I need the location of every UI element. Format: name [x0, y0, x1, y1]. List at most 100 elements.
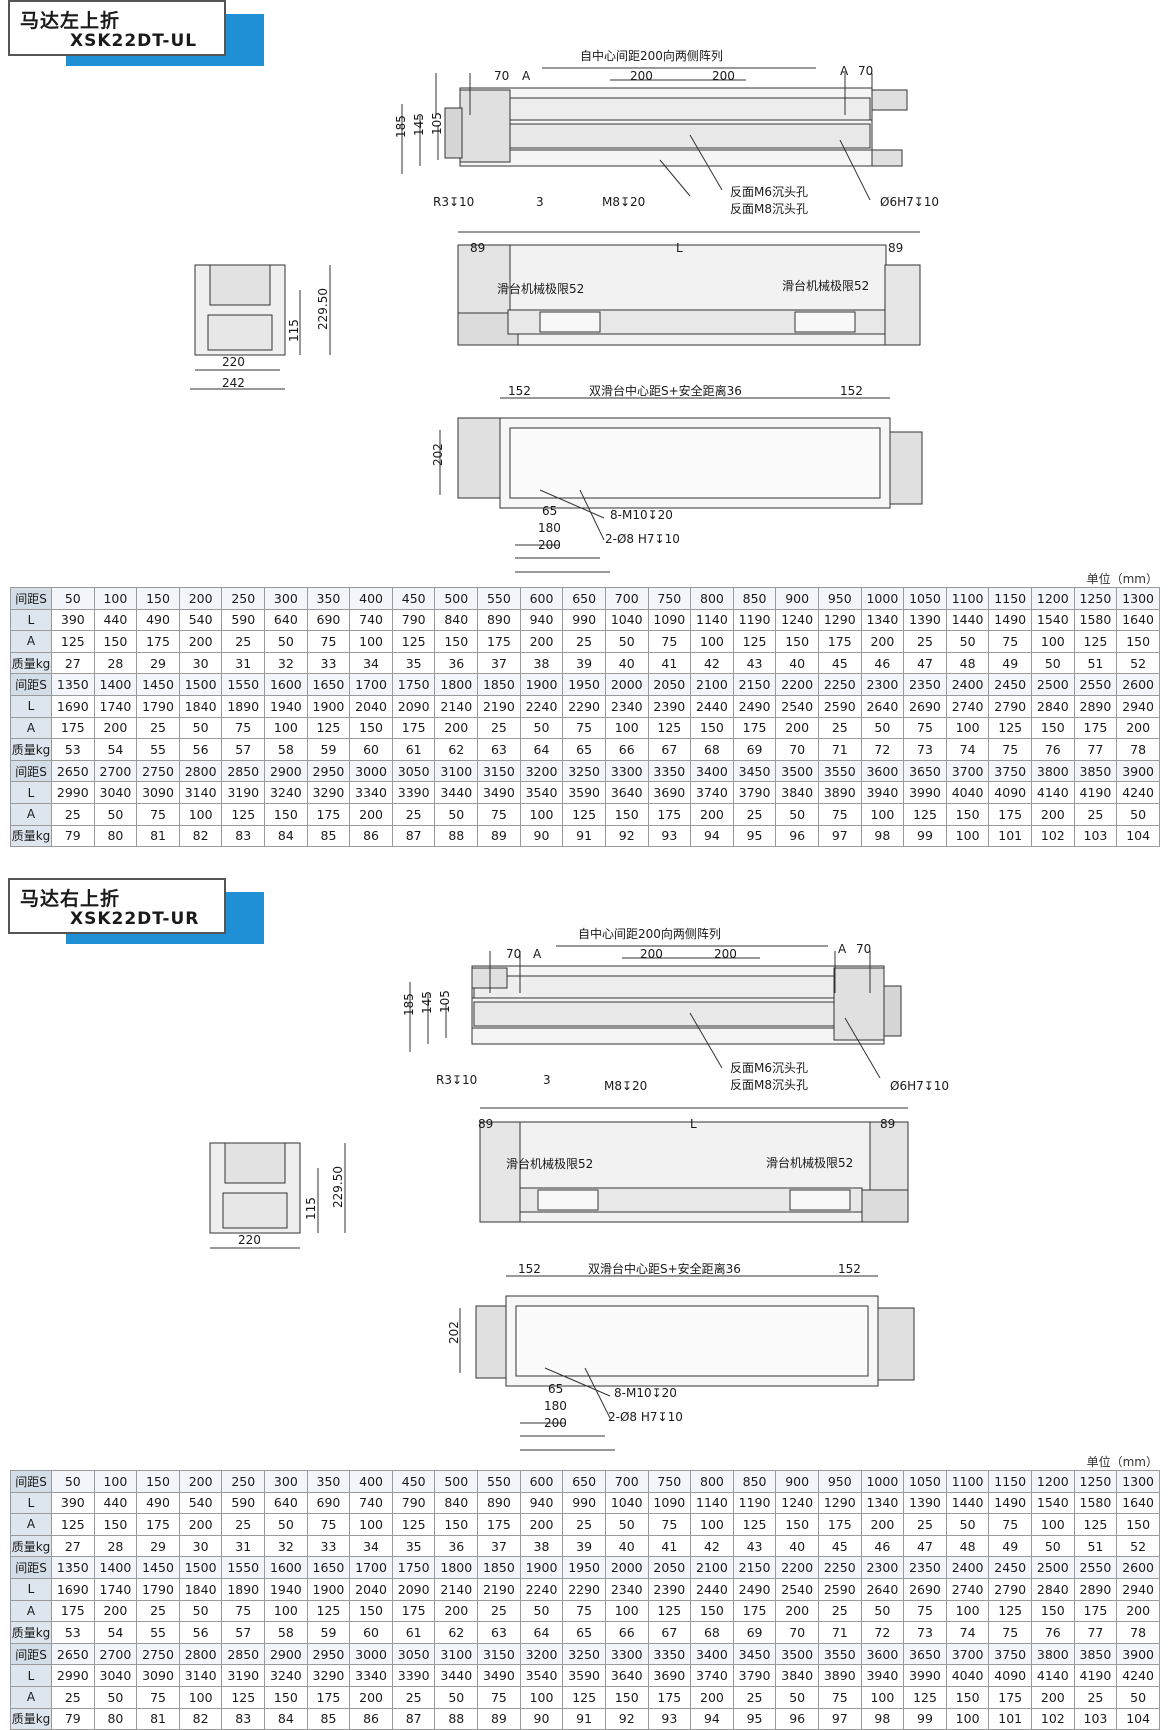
table-cell: 50 — [945, 630, 990, 653]
table-cell: 3800 — [1031, 1642, 1075, 1666]
table-cell: 40 — [604, 651, 649, 675]
motor-block-left — [459, 89, 511, 163]
table-cell: 50 — [519, 716, 564, 740]
table-cell: 3040 — [93, 781, 138, 804]
dim-145: 145 — [420, 991, 434, 1014]
table-cell: 1100 — [945, 1470, 990, 1493]
table-cell: 100 — [178, 802, 223, 826]
table-cell: 3290 — [306, 1664, 351, 1687]
table-cell: 50 — [775, 802, 819, 826]
table-cell: 2500 — [1031, 673, 1075, 696]
table-cell: 1450 — [136, 1556, 180, 1579]
pitch-note: 自中心间距200向两侧阵列 — [580, 48, 723, 63]
table-cell: 3250 — [562, 1642, 606, 1666]
table-cell: 150 — [93, 630, 138, 653]
table-cell: 3240 — [264, 1664, 308, 1687]
row-header: A — [10, 1685, 52, 1709]
table-cell: 3050 — [391, 759, 436, 783]
table-cell: 850 — [732, 587, 777, 610]
table-cell: 88 — [434, 824, 479, 848]
table-cell: 1400 — [93, 1556, 138, 1579]
dim-202: 202 — [431, 443, 445, 466]
table-cell: 59 — [306, 738, 351, 761]
row-header: 质量kg — [10, 651, 52, 675]
table-cell: 3090 — [136, 781, 180, 804]
table-cell: 1540 — [1031, 608, 1075, 632]
table-cell: 75 — [221, 1599, 266, 1623]
table-cell: 550 — [477, 1470, 521, 1493]
dim-89-right: 89 — [888, 241, 903, 255]
table-cell: 3450 — [732, 759, 777, 783]
table-cell: 45 — [817, 1534, 862, 1558]
dim-70-left: 70 — [494, 69, 509, 83]
table-cell: 4090 — [988, 1664, 1033, 1687]
table-cell: 3340 — [349, 1664, 393, 1687]
table-cell: 3590 — [562, 781, 606, 804]
table-cell: 2100 — [690, 673, 734, 696]
table-cell: 1290 — [817, 608, 862, 632]
table-cell: 51 — [1073, 651, 1118, 675]
table-cell: 3150 — [477, 759, 521, 783]
table-cell: 400 — [349, 1470, 393, 1493]
table-cell: 50 — [264, 630, 308, 653]
unit-label: 单位（mm） — [1086, 572, 1158, 586]
table-cell: 175 — [391, 716, 436, 740]
table-cell: 2900 — [264, 1642, 308, 1666]
table-cell: 75 — [562, 716, 606, 740]
table-cell: 1580 — [1073, 608, 1118, 632]
table-cell: 103 — [1073, 824, 1118, 848]
table-cell: 50 — [860, 716, 905, 740]
table-cell: 1150 — [988, 1470, 1033, 1493]
table-cell: 640 — [264, 1491, 308, 1515]
table-cell: 125 — [1073, 630, 1118, 653]
table-cell: 125 — [562, 1685, 606, 1709]
table-cell: 29 — [136, 1534, 180, 1558]
table-cell: 600 — [519, 587, 564, 610]
row-header: A — [10, 1599, 52, 1623]
table-cell: 100 — [93, 587, 138, 610]
table-cell: 73 — [903, 1621, 947, 1644]
table-cell: 1200 — [1031, 1470, 1075, 1493]
table-cell: 1150 — [988, 587, 1033, 610]
table-cell: 150 — [264, 1685, 308, 1709]
table-cell: 82 — [178, 824, 223, 848]
dim-89-right: 89 — [880, 1117, 895, 1131]
dim-220: 220 — [238, 1233, 261, 1247]
table-cell: 1900 — [306, 1577, 351, 1601]
table-cell: 200 — [349, 802, 393, 826]
note-pin: 2-Ø8 H7↧10 — [605, 532, 680, 546]
dim-202: 202 — [447, 1321, 461, 1344]
table-cell: 100 — [860, 1685, 905, 1709]
table-cell: 70 — [775, 1621, 819, 1644]
table-cell: 2850 — [221, 759, 266, 783]
table-cell: 1250 — [1073, 587, 1118, 610]
table-cell: 200 — [519, 1513, 564, 1536]
table-cell: 35 — [391, 651, 436, 675]
table-cell: 590 — [221, 608, 266, 632]
table-cell: 47 — [903, 1534, 947, 1558]
table-cell: 125 — [988, 716, 1033, 740]
table-cell: 1300 — [1116, 1470, 1160, 1493]
model-number: XSK22DT-UL — [70, 31, 198, 51]
table-cell: 81 — [136, 824, 180, 848]
table-cell: 3250 — [562, 759, 606, 783]
table-cell: 2390 — [647, 1577, 692, 1601]
row-header: L — [10, 781, 52, 804]
table-cell: 4090 — [988, 781, 1033, 804]
table-cell: 3740 — [690, 781, 734, 804]
table-cell: 59 — [306, 1621, 351, 1644]
table-cell: 3790 — [732, 1664, 777, 1687]
table-cell: 99 — [903, 1707, 947, 1730]
table-cell: 2500 — [1031, 1556, 1075, 1579]
dim-185: 185 — [394, 115, 408, 138]
table-cell: 175 — [306, 802, 351, 826]
dim-r3: R3↧10 — [433, 195, 474, 209]
table-cell: 101 — [988, 1707, 1033, 1730]
table-cell: 103 — [1073, 1707, 1118, 1730]
table-cell: 90 — [519, 824, 564, 848]
